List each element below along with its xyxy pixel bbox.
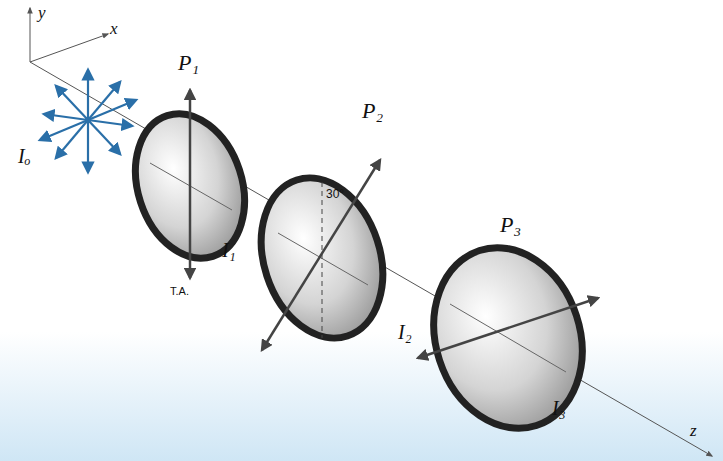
x-axis [30,34,108,62]
angle-label: 30° [326,188,344,200]
light-source-dot [85,117,91,123]
polarizer-2 [241,160,402,354]
axis-label: z [690,422,697,439]
intensity-label: I₁ [222,240,236,260]
polarizer-label: P₂ [362,100,383,122]
polarizer-1 [118,90,263,278]
axis-label: x [110,20,118,37]
y-axis [30,8,31,62]
intensity-label: I₃ [552,398,566,418]
axis-note: T.A. [170,286,189,297]
polarizer-3 [411,228,605,447]
unpolarized-light [40,70,136,172]
z-axis [30,62,712,456]
intensity-label: Iₒ [18,146,30,166]
intensity-label: I₂ [398,322,412,342]
axis-label: y [38,4,46,21]
polarizer-label: P₁ [178,52,199,74]
polarizer-label: P₃ [500,214,521,236]
